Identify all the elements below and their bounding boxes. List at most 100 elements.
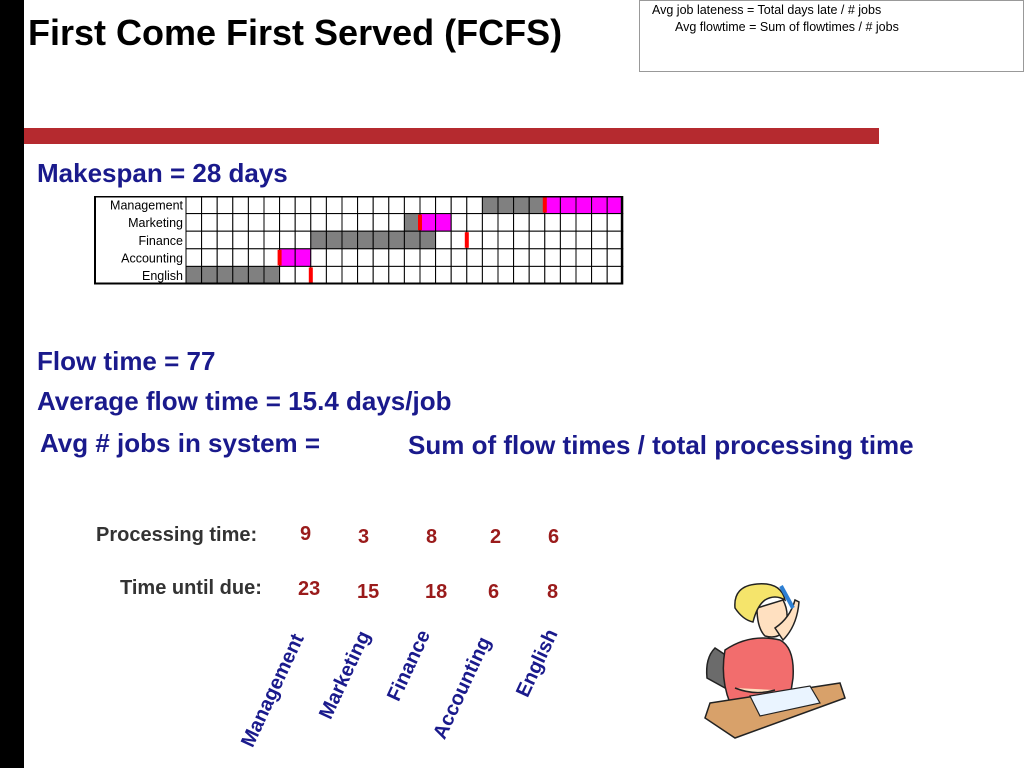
gantt-cell — [357, 196, 374, 215]
gantt-cell — [575, 230, 593, 250]
gantt-cell — [232, 196, 249, 215]
gantt-cell — [185, 213, 203, 232]
gantt-cell — [559, 248, 577, 267]
gantt-cell — [357, 230, 374, 250]
gantt-due-marker — [418, 214, 422, 231]
gantt-cell — [341, 265, 359, 285]
gantt-cell — [497, 196, 515, 215]
gantt-cell — [481, 213, 499, 232]
gantt-cell — [497, 265, 515, 285]
gantt-cell — [544, 196, 561, 215]
gantt-cell — [481, 265, 499, 285]
gantt-cell — [403, 265, 421, 285]
gantt-cell — [450, 265, 468, 285]
gantt-cell — [450, 230, 468, 250]
gantt-cell — [247, 230, 265, 250]
gantt-cell — [325, 213, 343, 232]
gantt-cell — [450, 248, 468, 267]
gantt-cell — [497, 248, 515, 267]
gantt-cell — [294, 248, 312, 267]
gantt-cell — [513, 196, 530, 215]
gantt-cell — [403, 196, 421, 215]
gantt-cell — [466, 196, 483, 215]
gantt-cell — [201, 248, 218, 267]
gantt-cell — [263, 265, 281, 285]
gantt-cell — [591, 196, 608, 215]
gantt-cell — [435, 213, 452, 232]
job-label-management: Management — [237, 630, 309, 751]
gantt-cell — [513, 230, 530, 250]
gantt-cell — [279, 248, 296, 267]
gantt-cell — [372, 196, 390, 215]
gantt-row-label: Accounting — [121, 251, 183, 265]
gantt-cell — [185, 265, 203, 285]
gantt-cell — [247, 248, 265, 267]
gantt-cell — [247, 213, 265, 232]
avg-jobs-formula: Sum of flow times / total processing tim… — [408, 430, 914, 460]
gantt-cell — [263, 230, 281, 250]
gantt-cell — [310, 248, 327, 267]
gantt-cell — [419, 230, 437, 250]
gantt-cell — [606, 248, 624, 267]
gantt-cell — [435, 265, 452, 285]
job-label-accounting: Accounting — [429, 633, 496, 743]
gantt-cell — [513, 248, 530, 267]
notes-flowtime-formula: Avg flowtime = Sum of flowtimes / # jobs — [675, 20, 899, 34]
gantt-cell — [247, 196, 265, 215]
gantt-cell — [216, 196, 234, 215]
gantt-row-label: Finance — [139, 234, 184, 248]
gantt-cell — [544, 265, 561, 285]
gantt-cell — [325, 230, 343, 250]
gantt-cell — [544, 230, 561, 250]
gantt-cell — [544, 213, 561, 232]
gantt-cell — [201, 230, 218, 250]
makespan-text: Makespan = 28 days — [37, 158, 288, 188]
gantt-cell — [606, 213, 624, 232]
gantt-cell — [294, 265, 312, 285]
processing-value: 3 — [358, 526, 370, 548]
gantt-cell — [357, 265, 374, 285]
gantt-cell — [341, 213, 359, 232]
gantt-cell — [388, 248, 405, 267]
gantt-cell — [606, 230, 624, 250]
gantt-cell — [216, 213, 234, 232]
gantt-row-label: Marketing — [128, 216, 183, 230]
gantt-cell — [247, 265, 265, 285]
gantt-cell — [372, 265, 390, 285]
gantt-cell — [357, 213, 374, 232]
gantt-cell — [294, 213, 312, 232]
gantt-cell — [263, 213, 281, 232]
time-until-due-label: Time until due: — [120, 577, 262, 599]
gantt-cell — [606, 265, 624, 285]
gantt-cell — [466, 265, 483, 285]
red-divider-bar — [24, 128, 879, 144]
gantt-cell — [294, 230, 312, 250]
due-value: 15 — [357, 581, 380, 603]
gantt-cell — [575, 196, 593, 215]
gantt-cell — [263, 248, 281, 267]
gantt-cell — [466, 248, 483, 267]
gantt-cell — [403, 230, 421, 250]
gantt-cell — [263, 196, 281, 215]
processing-value: 9 — [300, 523, 312, 545]
gantt-cell — [388, 230, 405, 250]
gantt-cell — [513, 265, 530, 285]
gantt-cell — [528, 248, 546, 267]
gantt-cell — [310, 196, 327, 215]
gantt-cell — [310, 265, 327, 285]
gantt-cell — [559, 213, 577, 232]
gantt-due-marker — [277, 249, 282, 266]
gantt-cell — [497, 230, 515, 250]
gantt-cell — [606, 196, 624, 215]
gantt-cell — [372, 248, 390, 267]
gantt-cell — [497, 213, 515, 232]
gantt-cell — [341, 196, 359, 215]
gantt-cell — [185, 196, 203, 215]
gantt-cell — [513, 213, 530, 232]
gantt-cell — [232, 213, 249, 232]
gantt-cell — [528, 196, 546, 215]
gantt-cell — [325, 248, 343, 267]
gantt-cell — [591, 248, 608, 267]
gantt-cell — [341, 230, 359, 250]
job-label-finance: Finance — [383, 626, 436, 705]
